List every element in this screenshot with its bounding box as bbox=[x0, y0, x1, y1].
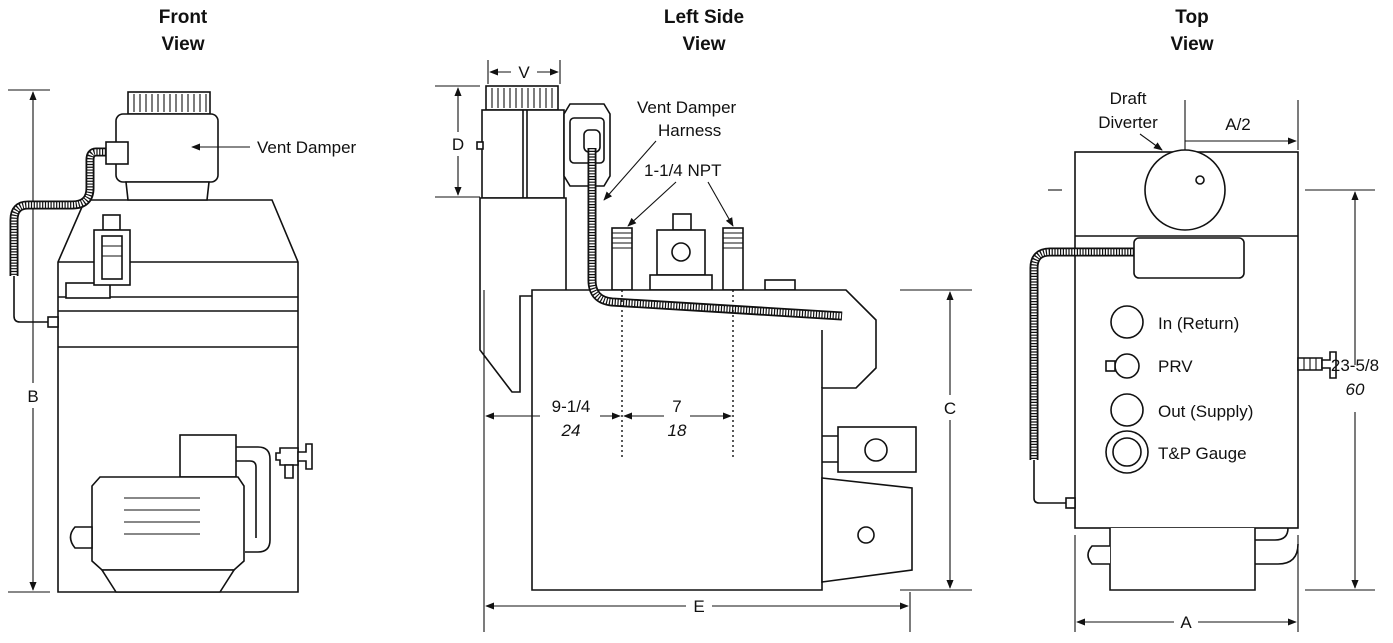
front-drain-spout bbox=[284, 464, 294, 479]
prv-label: PRV bbox=[1158, 357, 1193, 376]
front-drain-valve bbox=[275, 447, 299, 466]
top-diverter-circle bbox=[1144, 149, 1226, 231]
top-view: Draft Diverter A/2 In (Return) PRV Out (… bbox=[1029, 89, 1379, 632]
left-title-line1: Left Side bbox=[664, 7, 744, 28]
top-tp-gauge-inner bbox=[1112, 437, 1142, 467]
draft-diverter-line2: Diverter bbox=[1098, 113, 1158, 132]
front-harness-wire bbox=[13, 276, 50, 323]
front-burner-box bbox=[179, 434, 237, 478]
top-harness-wire bbox=[1033, 460, 1068, 504]
top-harness-connector bbox=[1065, 497, 1076, 509]
npt-arrow-right bbox=[707, 181, 734, 227]
front-damper-plug bbox=[105, 141, 129, 165]
front-harness-connector bbox=[47, 316, 59, 328]
left-pipe-2-threads bbox=[723, 232, 743, 249]
dim1-cm: 24 bbox=[561, 421, 581, 440]
front-damper-ribs bbox=[133, 94, 207, 112]
top-view-title: Top View bbox=[1171, 7, 1214, 55]
top-out-supply-port bbox=[1110, 393, 1144, 427]
left-harness-corrugation bbox=[588, 148, 843, 320]
front-damper-collar bbox=[125, 181, 210, 201]
dim-d-label: D bbox=[452, 135, 464, 154]
out-supply-label: Out (Supply) bbox=[1158, 402, 1253, 421]
left-valve-port bbox=[671, 242, 691, 262]
front-view-title: Front View bbox=[159, 7, 208, 55]
front-burner-tube bbox=[236, 446, 271, 553]
front-valve-core bbox=[101, 235, 123, 280]
draft-diverter-line1: Draft bbox=[1110, 89, 1147, 108]
top-burner-tube bbox=[1255, 527, 1299, 565]
left-damper-tab bbox=[476, 141, 484, 150]
harness-label-line1: Vent Damper bbox=[637, 98, 737, 117]
top-title-line1: Top bbox=[1175, 7, 1208, 28]
depth-inches: 23-5/8 bbox=[1331, 356, 1379, 375]
front-valve-top bbox=[102, 214, 121, 231]
top-drain-handle bbox=[1321, 351, 1337, 379]
left-pipe-2 bbox=[722, 227, 744, 291]
dim-a-half-label: A/2 bbox=[1225, 115, 1251, 134]
depth-cm: 60 bbox=[1346, 380, 1365, 399]
top-damper-box bbox=[1133, 237, 1245, 279]
top-in-return-port bbox=[1110, 305, 1144, 339]
left-view-title: Left Side View bbox=[664, 7, 744, 55]
tp-gauge-label: T&P Gauge bbox=[1158, 444, 1247, 463]
harness-callout-arrow bbox=[603, 140, 657, 201]
left-valve-base bbox=[649, 274, 713, 291]
dim2-inches: 7 bbox=[672, 397, 681, 416]
front-title-line2: View bbox=[162, 34, 205, 55]
front-blower-nose bbox=[69, 526, 93, 549]
dim-e-label: E bbox=[693, 597, 704, 616]
front-blower-vents bbox=[124, 497, 200, 535]
top-prv-port bbox=[1114, 353, 1140, 379]
dim-c-label: C bbox=[944, 399, 956, 418]
dim2-cm: 18 bbox=[668, 421, 687, 440]
harness-label-line2: Harness bbox=[658, 121, 721, 140]
left-damper-ribs bbox=[491, 88, 553, 108]
left-pipe-1 bbox=[611, 227, 633, 291]
left-valve-top bbox=[672, 213, 692, 231]
front-title-line1: Front bbox=[159, 7, 208, 28]
top-burner-nose bbox=[1087, 545, 1110, 565]
left-side-view: V D bbox=[435, 60, 972, 632]
left-boiler-body bbox=[531, 289, 877, 591]
top-burner-box bbox=[1109, 528, 1256, 591]
left-pipe-1-threads bbox=[612, 232, 632, 249]
dim-a-label: A bbox=[1180, 613, 1192, 632]
front-burner-tube-inner bbox=[236, 460, 257, 538]
npt-label: 1-1/4 NPT bbox=[644, 161, 721, 180]
npt-arrow-left bbox=[627, 181, 677, 227]
top-harness-corrugation bbox=[1030, 248, 1134, 460]
left-top-fitting bbox=[764, 279, 796, 291]
left-blower-port bbox=[857, 526, 875, 544]
front-harness-corrugation bbox=[10, 148, 106, 276]
dim1-inches: 9-1/4 bbox=[552, 397, 591, 416]
in-return-label: In (Return) bbox=[1158, 314, 1239, 333]
dim-v-label: V bbox=[518, 63, 530, 82]
top-prv-stub bbox=[1105, 360, 1116, 372]
top-title-line2: View bbox=[1171, 34, 1214, 55]
top-diverter-dot bbox=[1195, 175, 1205, 185]
vent-damper-label: Vent Damper bbox=[257, 138, 357, 157]
draft-diverter-arrow bbox=[1139, 133, 1163, 151]
left-burner-port bbox=[864, 438, 888, 462]
left-title-line2: View bbox=[683, 34, 726, 55]
dim-b-label: B bbox=[27, 387, 38, 406]
front-burner-blower bbox=[91, 476, 245, 571]
front-view: B Vent Damper bbox=[8, 89, 357, 593]
front-damper-housing bbox=[115, 113, 219, 183]
left-flue-collar bbox=[479, 197, 567, 393]
front-valve-base bbox=[65, 282, 111, 299]
left-burner-neck bbox=[822, 435, 838, 463]
front-blower-feet bbox=[100, 569, 236, 593]
front-drain-handle bbox=[297, 443, 313, 470]
